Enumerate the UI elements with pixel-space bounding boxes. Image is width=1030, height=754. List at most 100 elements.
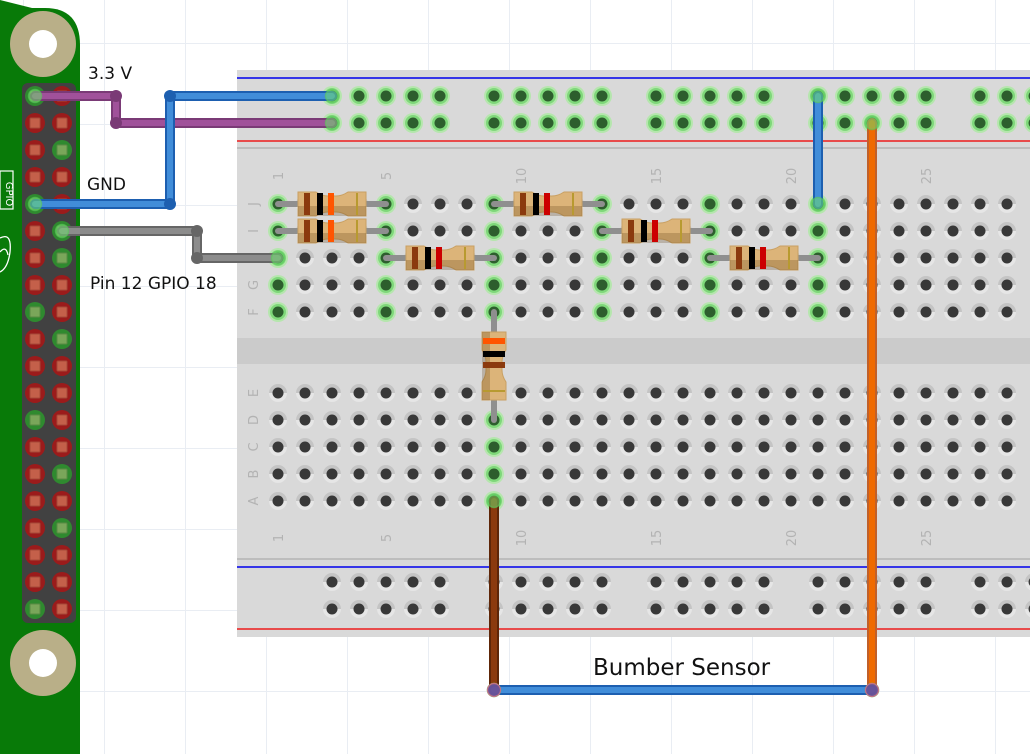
hole-connected[interactable] — [673, 113, 693, 133]
hole-connected[interactable] — [916, 113, 936, 133]
sensor-terminal[interactable] — [486, 682, 502, 698]
hole-connected[interactable] — [376, 302, 396, 322]
hole-connected[interactable] — [538, 113, 558, 133]
wire-endpoint[interactable] — [270, 250, 286, 266]
hole[interactable] — [728, 600, 746, 618]
hole[interactable] — [593, 600, 611, 618]
hole[interactable] — [269, 438, 287, 456]
gpio-pin[interactable] — [25, 491, 45, 511]
hole-connected[interactable] — [997, 113, 1017, 133]
hole[interactable] — [998, 249, 1016, 267]
hole[interactable] — [647, 600, 665, 618]
gpio-pin[interactable] — [52, 464, 72, 484]
gpio-pin[interactable] — [52, 518, 72, 538]
hole-connected[interactable] — [592, 275, 612, 295]
hole[interactable] — [539, 438, 557, 456]
hole[interactable] — [971, 573, 989, 591]
hole[interactable] — [998, 465, 1016, 483]
hole[interactable] — [512, 411, 530, 429]
hole[interactable] — [917, 465, 935, 483]
hole[interactable] — [620, 195, 638, 213]
hole-connected[interactable] — [376, 113, 396, 133]
gpio-pin[interactable] — [52, 383, 72, 403]
hole[interactable] — [566, 222, 584, 240]
hole[interactable] — [431, 600, 449, 618]
gpio-pin[interactable] — [25, 140, 45, 160]
hole[interactable] — [944, 492, 962, 510]
hole[interactable] — [809, 573, 827, 591]
hole[interactable] — [701, 573, 719, 591]
hole[interactable] — [539, 384, 557, 402]
hole[interactable] — [323, 303, 341, 321]
hole[interactable] — [755, 195, 773, 213]
hole[interactable] — [944, 411, 962, 429]
hole[interactable] — [458, 276, 476, 294]
hole-connected[interactable] — [808, 302, 828, 322]
hole-connected[interactable] — [484, 113, 504, 133]
hole[interactable] — [458, 465, 476, 483]
hole[interactable] — [647, 195, 665, 213]
hole[interactable] — [728, 411, 746, 429]
wire-bendpoint[interactable] — [164, 198, 176, 210]
hole[interactable] — [728, 465, 746, 483]
hole[interactable] — [350, 573, 368, 591]
hole[interactable] — [350, 303, 368, 321]
hole[interactable] — [647, 384, 665, 402]
hole[interactable] — [782, 411, 800, 429]
hole[interactable] — [539, 573, 557, 591]
hole[interactable] — [377, 465, 395, 483]
hole[interactable] — [836, 411, 854, 429]
hole[interactable] — [323, 492, 341, 510]
hole[interactable] — [890, 249, 908, 267]
hole[interactable] — [998, 384, 1016, 402]
hole[interactable] — [944, 465, 962, 483]
hole[interactable] — [458, 303, 476, 321]
hole[interactable] — [998, 303, 1016, 321]
hole[interactable] — [728, 195, 746, 213]
hole[interactable] — [890, 276, 908, 294]
hole[interactable] — [809, 384, 827, 402]
hole[interactable] — [296, 303, 314, 321]
hole[interactable] — [566, 303, 584, 321]
hole[interactable] — [512, 600, 530, 618]
hole-connected[interactable] — [916, 86, 936, 106]
hole-connected[interactable] — [862, 86, 882, 106]
hole[interactable] — [593, 492, 611, 510]
hole[interactable] — [944, 438, 962, 456]
hole[interactable] — [404, 195, 422, 213]
hole[interactable] — [755, 573, 773, 591]
hole[interactable] — [917, 195, 935, 213]
hole-connected[interactable] — [835, 113, 855, 133]
hole[interactable] — [674, 492, 692, 510]
hole-connected[interactable] — [268, 275, 288, 295]
hole-connected[interactable] — [646, 113, 666, 133]
hole[interactable] — [620, 411, 638, 429]
hole[interactable] — [701, 411, 719, 429]
hole-connected[interactable] — [376, 275, 396, 295]
gpio-pin[interactable] — [52, 491, 72, 511]
hole[interactable] — [944, 303, 962, 321]
hole[interactable] — [296, 276, 314, 294]
hole[interactable] — [458, 411, 476, 429]
hole[interactable] — [350, 249, 368, 267]
hole[interactable] — [350, 492, 368, 510]
hole[interactable] — [512, 573, 530, 591]
hole-connected[interactable] — [484, 221, 504, 241]
hole[interactable] — [296, 411, 314, 429]
hole[interactable] — [971, 600, 989, 618]
hole[interactable] — [890, 411, 908, 429]
hole[interactable] — [755, 465, 773, 483]
hole[interactable] — [674, 600, 692, 618]
hole[interactable] — [917, 249, 935, 267]
hole[interactable] — [377, 600, 395, 618]
hole-connected[interactable] — [565, 113, 585, 133]
hole[interactable] — [755, 411, 773, 429]
hole[interactable] — [782, 222, 800, 240]
wire-gpio18[interactable] — [54, 223, 286, 266]
hole[interactable] — [890, 573, 908, 591]
gpio-pin[interactable] — [52, 572, 72, 592]
hole[interactable] — [512, 492, 530, 510]
hole[interactable] — [458, 195, 476, 213]
hole[interactable] — [458, 222, 476, 240]
hole[interactable] — [269, 465, 287, 483]
